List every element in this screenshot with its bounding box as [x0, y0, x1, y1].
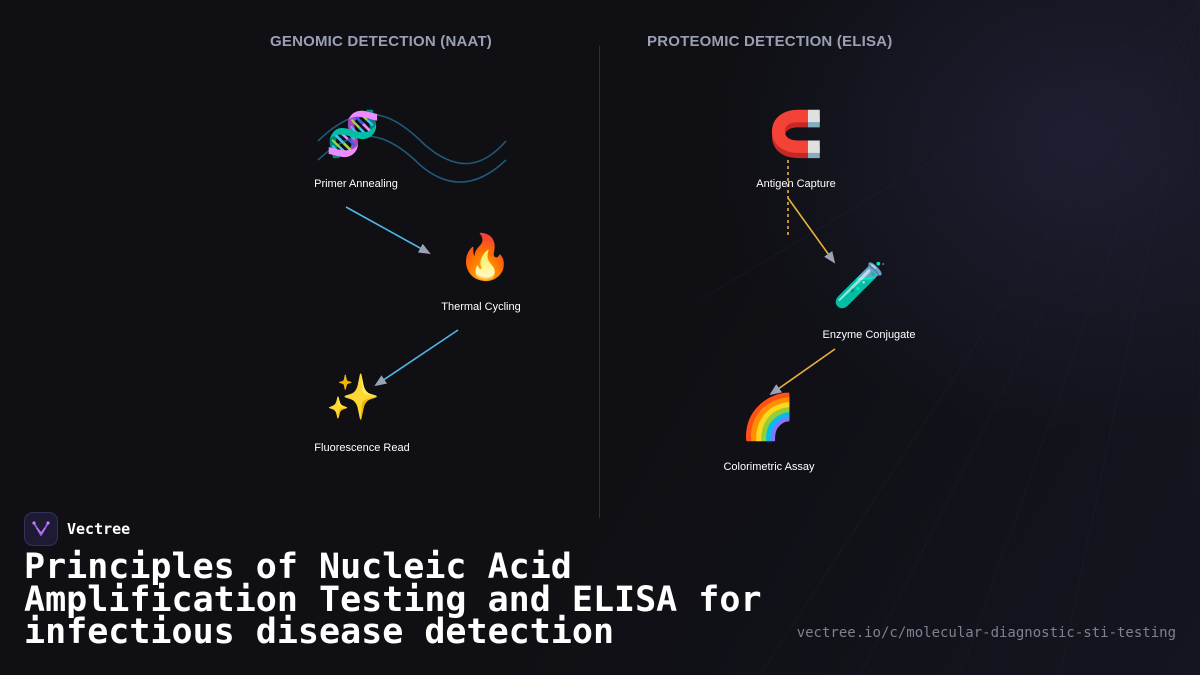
dna-wave-top [317, 113, 507, 165]
test-tube-icon: 🧪 [832, 260, 888, 311]
vectree-logo-icon [24, 512, 58, 546]
magnet-icon: 🧲 [768, 109, 824, 160]
dna-icon: 🧬 [325, 109, 381, 160]
sparkles-icon: ✨ [325, 372, 381, 423]
step-label-fluorescence-read: Fluorescence Read [314, 442, 410, 454]
section-divider [599, 46, 600, 518]
step-label-antigen-capture: Antigen Capture [756, 178, 836, 190]
arrow-primer-to-thermal [345, 206, 431, 254]
rainbow-icon: 🌈 [740, 392, 796, 443]
arrow-enzyme-to-colorimetric [769, 348, 836, 396]
brand-name: Vectree [67, 520, 131, 538]
dna-wave-bottom [317, 135, 507, 183]
step-label-enzyme-conjugate: Enzyme Conjugate [822, 329, 916, 341]
section-title-naat: GENOMIC DETECTION (NAAT) [270, 33, 493, 50]
fire-icon: 🔥 [457, 232, 513, 283]
arrow-antigen-to-enzyme [787, 197, 836, 264]
step-label-thermal-cycling: Thermal Cycling [441, 301, 521, 313]
source-url[interactable]: vectree.io/c/molecular-diagnostic-sti-te… [796, 625, 1176, 641]
page-title: Principles of Nucleic Acid Amplification… [24, 547, 762, 652]
step-label-colorimetric-assay: Colorimetric Assay [723, 461, 815, 473]
brand[interactable]: Vectree [24, 512, 130, 546]
step-label-primer-annealing: Primer Annealing [314, 178, 398, 190]
arrow-thermal-to-fluorescence [374, 329, 459, 387]
section-title-elisa: PROTEOMIC DETECTION (ELISA) [647, 33, 893, 50]
